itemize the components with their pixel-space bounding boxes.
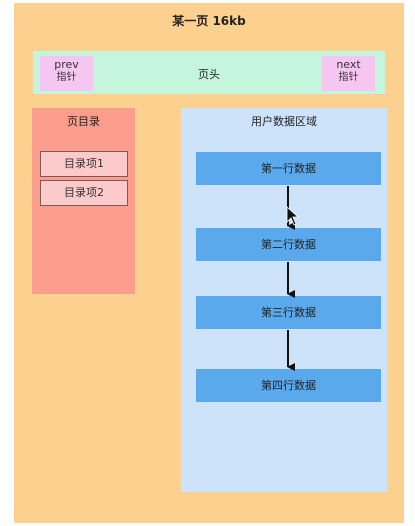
directory-item: 目录项1 — [40, 151, 128, 177]
data-row: 第一行数据 — [196, 152, 381, 185]
data-row: 第四行数据 — [196, 369, 381, 402]
page-header-label: 页头 — [198, 68, 220, 81]
next-pointer-name: next — [336, 58, 361, 71]
data-row: 第二行数据 — [196, 228, 381, 261]
prev-pointer-label: 指针 — [56, 72, 77, 83]
page-title: 某一页 16kb — [172, 14, 246, 28]
prev-pointer-name: prev — [54, 58, 79, 71]
page-directory-title: 页目录 — [67, 115, 100, 128]
prev-pointer: prev 指针 — [40, 56, 93, 91]
data-row: 第三行数据 — [196, 296, 381, 329]
next-pointer-label: 指针 — [338, 72, 359, 83]
directory-item: 目录项2 — [40, 180, 128, 206]
next-pointer: next 指针 — [322, 56, 375, 91]
user-data-area-title: 用户数据区域 — [251, 115, 317, 128]
cursor-icon — [286, 206, 300, 226]
